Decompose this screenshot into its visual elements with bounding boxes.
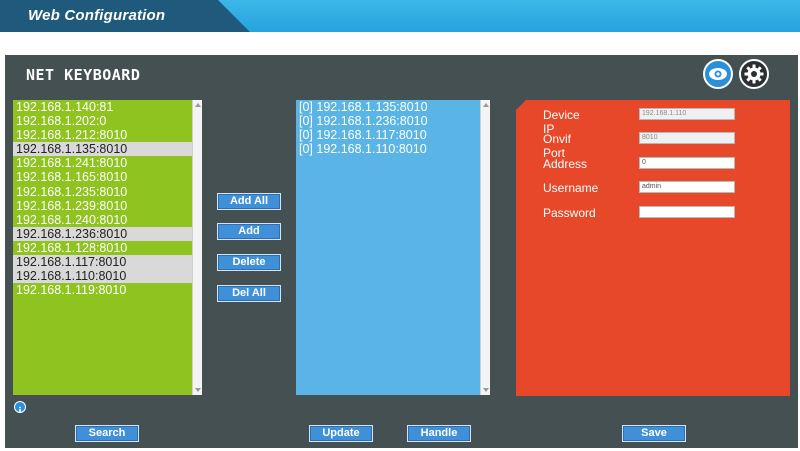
delete-button[interactable]: Delete (217, 254, 281, 271)
header-banner-tab (0, 0, 250, 32)
list-item[interactable]: 192.168.1.236:8010 (13, 226, 202, 241)
scroll-down-icon[interactable] (483, 388, 489, 392)
list-item[interactable]: [0] 192.168.1.135:8010 (299, 100, 428, 114)
list-item[interactable]: 192.168.1.165:8010 (16, 170, 128, 185)
password-field[interactable] (639, 206, 735, 218)
list-item[interactable]: [0] 192.168.1.117:8010 (299, 128, 427, 143)
eye-icon[interactable] (703, 59, 733, 89)
list-item[interactable]: 192.168.1.241:8010 (16, 156, 128, 171)
list-item[interactable]: 192.168.1.128:8010 (16, 240, 128, 255)
list-item[interactable]: 192.168.1.240:8010 (16, 212, 128, 227)
del-all-button[interactable]: Del All (217, 285, 281, 302)
list-item[interactable]: 192.168.1.212:8010 (16, 128, 128, 143)
list-item[interactable]: [0] 192.168.1.110:8010 (299, 142, 427, 157)
net-keyboard-panel: NET KEYBOARD 192.168.1.140:81 (5, 55, 798, 448)
gear-icon-graphic (744, 64, 764, 84)
list-item[interactable]: 192.168.1.239:8010 (16, 198, 128, 213)
update-button[interactable]: Update (309, 425, 373, 442)
device-config-panel: Device IP 192.168.1.110 Onvif Port 8010 … (516, 100, 790, 396)
list-item[interactable]: 192.168.1.117:8010 (13, 255, 202, 270)
page-title: Web Configuration (28, 7, 166, 24)
address-field[interactable]: 0 (639, 157, 735, 169)
scrollbar[interactable] (192, 100, 202, 395)
save-button[interactable]: Save (622, 425, 686, 442)
add-button[interactable]: Add (217, 223, 281, 240)
list-item[interactable]: 192.168.1.140:81 (16, 100, 114, 114)
list-item[interactable]: 192.168.1.110:8010 (13, 269, 202, 284)
list-item[interactable]: 192.168.1.135:8010 (13, 142, 202, 157)
config-panel-background (516, 100, 790, 396)
gear-icon[interactable] (739, 59, 769, 89)
list-item[interactable]: [0] 192.168.1.236:8010 (299, 114, 428, 129)
onvif-port-field[interactable]: 8010 (639, 132, 735, 144)
list-item[interactable]: 192.168.1.202:0 (16, 114, 107, 129)
info-icon[interactable] (14, 401, 26, 413)
username-label: Username (543, 181, 599, 195)
scroll-down-icon[interactable] (195, 388, 201, 392)
device-ip-field[interactable]: 192.168.1.110 (639, 108, 735, 120)
scroll-up-icon[interactable] (195, 103, 201, 107)
scroll-up-icon[interactable] (483, 103, 489, 107)
address-label: Address (543, 157, 588, 171)
available-device-list[interactable]: 192.168.1.140:81 192.168.1.202:0 192.168… (13, 100, 202, 395)
add-all-button[interactable]: Add All (217, 193, 281, 210)
search-button[interactable]: Search (75, 425, 139, 442)
username-field[interactable]: admin (639, 181, 735, 193)
handle-button[interactable]: Handle (407, 425, 471, 442)
list-item[interactable]: 192.168.1.235:8010 (16, 184, 128, 199)
scrollbar[interactable] (480, 100, 490, 395)
password-label: Password (543, 206, 596, 220)
onvif-port-label: Onvif Port (543, 132, 572, 160)
added-device-list[interactable]: [0] 192.168.1.135:8010 [0] 192.168.1.236… (296, 100, 490, 395)
list-item[interactable]: 192.168.1.119:8010 (16, 283, 127, 298)
device-ip-label: Device IP (543, 108, 580, 136)
panel-title: NET KEYBOARD (26, 66, 141, 84)
eye-icon-graphic (709, 68, 727, 80)
info-icon-graphic (19, 406, 21, 413)
